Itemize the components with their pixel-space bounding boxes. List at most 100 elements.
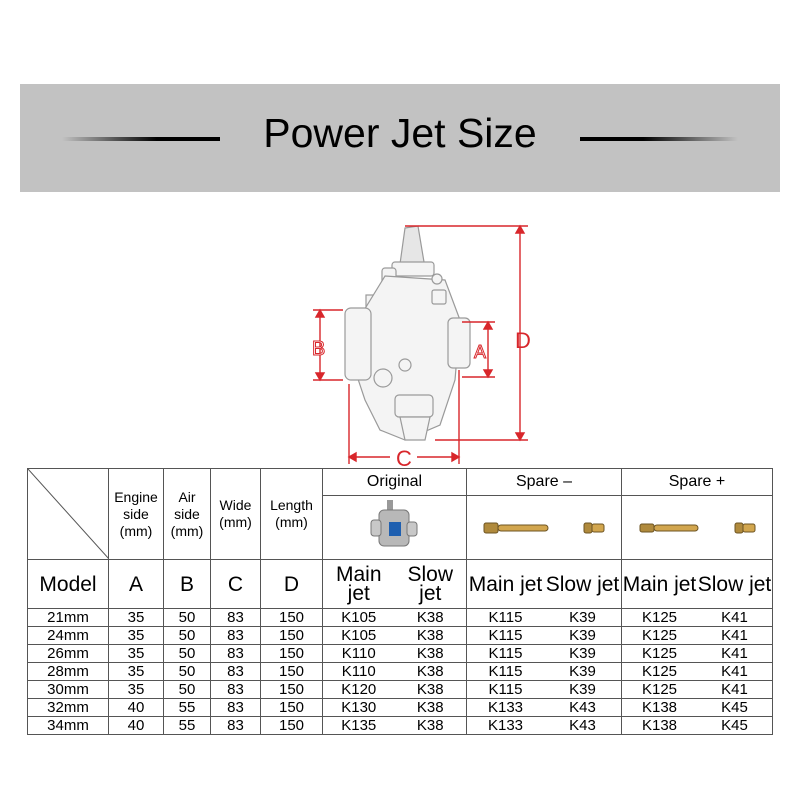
cell-d: 150 xyxy=(260,608,323,627)
header-spare-minus: Spare – xyxy=(466,468,622,496)
header-wide: Wide (mm) xyxy=(210,468,261,560)
label-c: C xyxy=(210,559,261,609)
cell-b: 50 xyxy=(163,626,211,645)
cell-spare-minus-slow-jet: K39 xyxy=(569,680,596,698)
cell-c: 83 xyxy=(210,626,261,645)
cell-spare-plus: K138 K45 xyxy=(621,716,773,735)
cell-original: K110 K38 xyxy=(322,644,467,663)
cell-original-main-jet: K135 xyxy=(341,716,377,734)
cell-spare-plus: K125 K41 xyxy=(621,608,773,627)
slow-jet-icon xyxy=(734,522,755,533)
cell-spare-minus: K115 K39 xyxy=(466,608,622,627)
slow-jet-icon xyxy=(583,522,605,533)
cell-spare-plus: K125 K41 xyxy=(621,644,773,663)
banner-line-right xyxy=(580,137,738,141)
cell-spare-minus: K133 K43 xyxy=(466,716,622,735)
cell-spare-plus-main-jet: K138 xyxy=(641,716,678,734)
label-slow-jet: Slow jet xyxy=(407,563,454,605)
cell-d: 150 xyxy=(260,662,323,681)
cell-c: 83 xyxy=(210,680,261,699)
cell-original-slow-jet: K38 xyxy=(416,698,444,716)
cell-spare-plus-main-jet: K125 xyxy=(641,626,678,644)
cell-spare-minus: K133 K43 xyxy=(466,698,622,717)
carburetor-thumbnail-icon xyxy=(370,500,417,547)
column-label-row: Model A B C D Main jet Slow jet Main jet… xyxy=(27,559,773,609)
cell-spare-minus-slow-jet: K39 xyxy=(569,662,596,680)
cell-original: K135 K38 xyxy=(322,716,467,735)
banner-line-left xyxy=(62,137,220,141)
dimension-lines xyxy=(313,224,528,464)
cell-original: K105 K38 xyxy=(322,626,467,645)
cell-b: 50 xyxy=(163,680,211,699)
cell-c: 83 xyxy=(210,698,261,717)
cell-spare-minus: K115 K39 xyxy=(466,644,622,663)
main-jet-icon xyxy=(639,523,698,532)
cell-original-main-jet: K105 xyxy=(341,608,377,626)
cell-model: 24mm xyxy=(27,626,109,645)
cell-spare-plus: K125 K41 xyxy=(621,680,773,699)
main-jet-icon xyxy=(483,522,549,533)
cell-original: K105 K38 xyxy=(322,608,467,627)
header-length: Length (mm) xyxy=(260,468,323,560)
cell-spare-minus-slow-jet: K39 xyxy=(569,608,596,626)
cell-original-slow-jet: K38 xyxy=(416,716,444,734)
cell-spare-plus-slow-jet: K41 xyxy=(721,662,748,680)
cell-d: 150 xyxy=(260,626,323,645)
table-body: 21mm 35 50 83 150 K105 K38 K115 K39 K125… xyxy=(27,608,773,735)
carburetor-illustration xyxy=(344,225,471,441)
cell-spare-plus: K138 K45 xyxy=(621,698,773,717)
cell-spare-plus-main-jet: K138 xyxy=(641,698,678,716)
cell-original-main-jet: K110 xyxy=(341,644,376,662)
cell-spare-plus-slow-jet: K41 xyxy=(721,680,748,698)
cell-a: 40 xyxy=(108,698,164,717)
cell-a: 40 xyxy=(108,716,164,735)
cell-spare-minus-slow-jet: K43 xyxy=(569,716,596,734)
cell-original-main-jet: K105 xyxy=(341,626,377,644)
label-main-jet: Main jet xyxy=(468,572,543,596)
header-spare-plus: Spare + xyxy=(621,468,773,496)
cell-model: 21mm xyxy=(27,608,109,627)
header-engine-side: Engine side (mm) xyxy=(108,468,164,560)
cell-spare-plus-slow-jet: K41 xyxy=(721,608,748,626)
cell-spare-plus-slow-jet: K41 xyxy=(721,626,748,644)
label-slow-jet: Slow jet xyxy=(697,572,772,596)
cell-spare-minus-slow-jet: K39 xyxy=(569,626,596,644)
table-row: 30mm 35 50 83 150 K120 K38 K115 K39 K125… xyxy=(27,680,773,699)
cell-spare-plus-slow-jet: K45 xyxy=(721,716,748,734)
cell-original-slow-jet: K38 xyxy=(416,608,444,626)
cell-a: 35 xyxy=(108,608,164,627)
label-main-jet: Main jet xyxy=(622,572,697,596)
cell-spare-minus-main-jet: K133 xyxy=(487,698,524,716)
cell-model: 26mm xyxy=(27,644,109,663)
header-diagonal-cell xyxy=(27,468,109,560)
cell-spare-plus: K125 K41 xyxy=(621,626,773,645)
label-b: B xyxy=(163,559,211,609)
label-a: A xyxy=(108,559,164,609)
label-main-jet: Main jet xyxy=(335,563,382,605)
cell-a: 35 xyxy=(108,680,164,699)
cell-spare-plus-main-jet: K125 xyxy=(641,608,678,626)
jet-size-table: Engine side (mm) Air side (mm) Wide (mm)… xyxy=(27,468,773,735)
dimension-label-c: C xyxy=(396,446,412,470)
spare-minus-jets-image xyxy=(466,495,622,560)
cell-spare-plus-main-jet: K125 xyxy=(641,680,678,698)
cell-d: 150 xyxy=(260,698,323,717)
cell-spare-minus-main-jet: K115 xyxy=(488,608,523,626)
table-row: 24mm 35 50 83 150 K105 K38 K115 K39 K125… xyxy=(27,626,773,645)
cell-c: 83 xyxy=(210,644,261,663)
cell-b: 50 xyxy=(163,644,211,663)
cell-model: 30mm xyxy=(27,680,109,699)
label-spare-minus-jets: Main jet Slow jet xyxy=(466,559,622,609)
cell-spare-minus: K115 K39 xyxy=(466,680,622,699)
dimension-label-d: D xyxy=(515,328,531,353)
cell-spare-plus-slow-jet: K41 xyxy=(721,644,748,662)
cell-original-main-jet: K110 xyxy=(341,662,376,680)
page-title: Power Jet Size xyxy=(263,110,537,156)
cell-original: K120 K38 xyxy=(322,680,467,699)
cell-spare-plus: K125 K41 xyxy=(621,662,773,681)
title-banner: Power Jet Size xyxy=(20,84,780,192)
cell-spare-minus-slow-jet: K39 xyxy=(569,644,596,662)
label-model: Model xyxy=(27,559,109,609)
cell-original-slow-jet: K38 xyxy=(416,662,444,680)
cell-d: 150 xyxy=(260,644,323,663)
